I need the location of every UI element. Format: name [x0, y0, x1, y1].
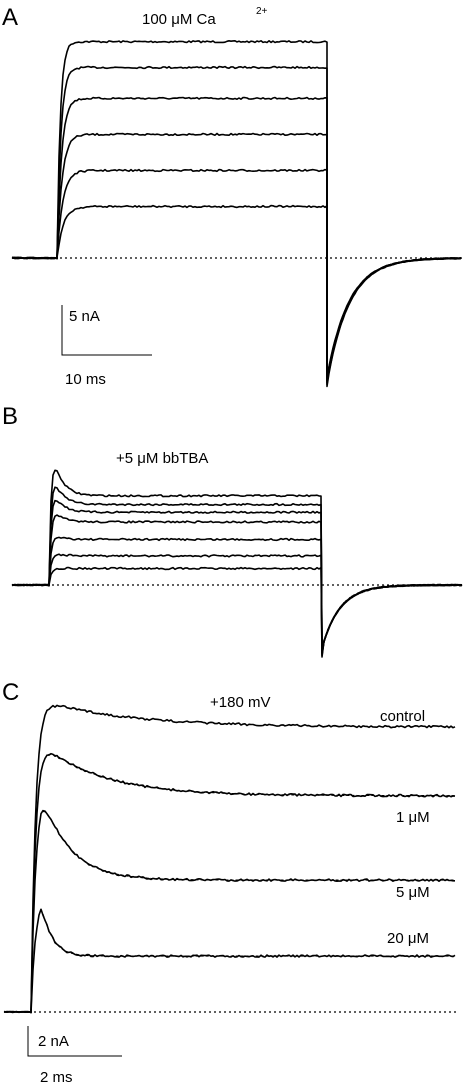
panel-c-label: +180 mV [210, 694, 270, 711]
panel-a-letter: A [2, 4, 18, 31]
panel-c-traces [3, 704, 456, 1014]
panel-c-trace-4 [3, 908, 456, 1014]
panel-c-scale-current-label: 2 nA [38, 1033, 69, 1050]
panel-b-traces [11, 469, 463, 658]
panel-a-trace-3 [11, 96, 462, 382]
panel-c-scale-time-label: 2 ms [40, 1069, 73, 1085]
panel-c-scale-bar [27, 1026, 122, 1057]
panel-b-trace-1 [11, 469, 463, 649]
panel-c-series-label-2: 1 μM [396, 809, 430, 826]
panel-a-scale-time-label: 10 ms [65, 371, 106, 388]
panel-a-scale-current-label: 5 nA [69, 308, 100, 325]
panel-b: B +5 μM bbTBA [2, 403, 463, 658]
panel-a: A 100 μM Ca 2+ 5 nA 10 ms [2, 4, 462, 388]
panel-c-series-label-1: control [380, 708, 425, 725]
panel-c: C +180 mV control 1 μM 5 μM 20 μM 2 nA 2 ms [2, 679, 456, 1085]
panel-c-series-label-3: 5 μM [396, 884, 430, 901]
panel-a-label-superscript: 2+ [256, 6, 268, 17]
panel-c-trace-1 [3, 704, 456, 1014]
panel-a-trace-6 [11, 204, 462, 388]
panel-c-trace-2 [3, 752, 456, 1014]
panel-a-traces [11, 39, 462, 388]
panel-a-trace-2 [12, 65, 462, 380]
panel-a-label: 100 μM Ca [142, 11, 216, 28]
panel-b-label: +5 μM bbTBA [116, 450, 208, 467]
panel-b-trace-4 [11, 514, 463, 654]
panel-a-trace-5 [12, 168, 462, 386]
panel-b-trace-7 [11, 566, 463, 658]
panel-c-fit-4 [42, 914, 455, 957]
panel-c-fit-3 [42, 811, 455, 881]
panel-c-trace-3 [4, 809, 455, 1014]
panel-b-letter: B [2, 403, 18, 430]
panel-c-series-label-4: 20 μM [387, 930, 429, 947]
panel-c-letter: C [2, 679, 19, 706]
panel-b-trace-6 [11, 553, 463, 657]
panel-c-fit-2 [42, 753, 455, 797]
panel-c-series-labels: control 1 μM 5 μM 20 μM [380, 708, 430, 947]
panel-a-scale-bar [61, 305, 152, 356]
